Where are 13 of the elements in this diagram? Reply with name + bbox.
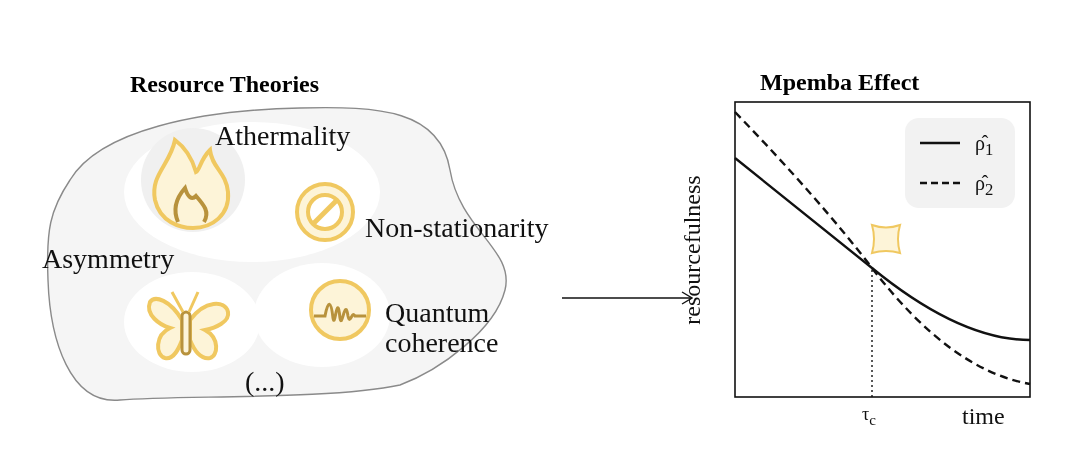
axis-title: time <box>962 402 1005 431</box>
legend-label: ρ̂$_{2}$ <box>975 171 994 201</box>
theory-label: Athermality <box>215 120 351 152</box>
axis-title: resourcefulness <box>678 175 706 325</box>
axis-tick-label: τ$_{c}$ <box>862 403 876 430</box>
theory-label: Non-stationarity <box>365 212 549 244</box>
panel-heading: Mpemba Effect <box>760 69 920 96</box>
panel-heading: Resource Theories <box>130 71 320 98</box>
implies-arrow <box>561 291 693 305</box>
theory-label: Quantum coherence <box>385 298 500 358</box>
ellipsis-label: (...) <box>245 366 285 398</box>
theory-label: Asymmetry <box>42 243 175 275</box>
legend-label: ρ̂$_{1}$ <box>975 131 994 161</box>
